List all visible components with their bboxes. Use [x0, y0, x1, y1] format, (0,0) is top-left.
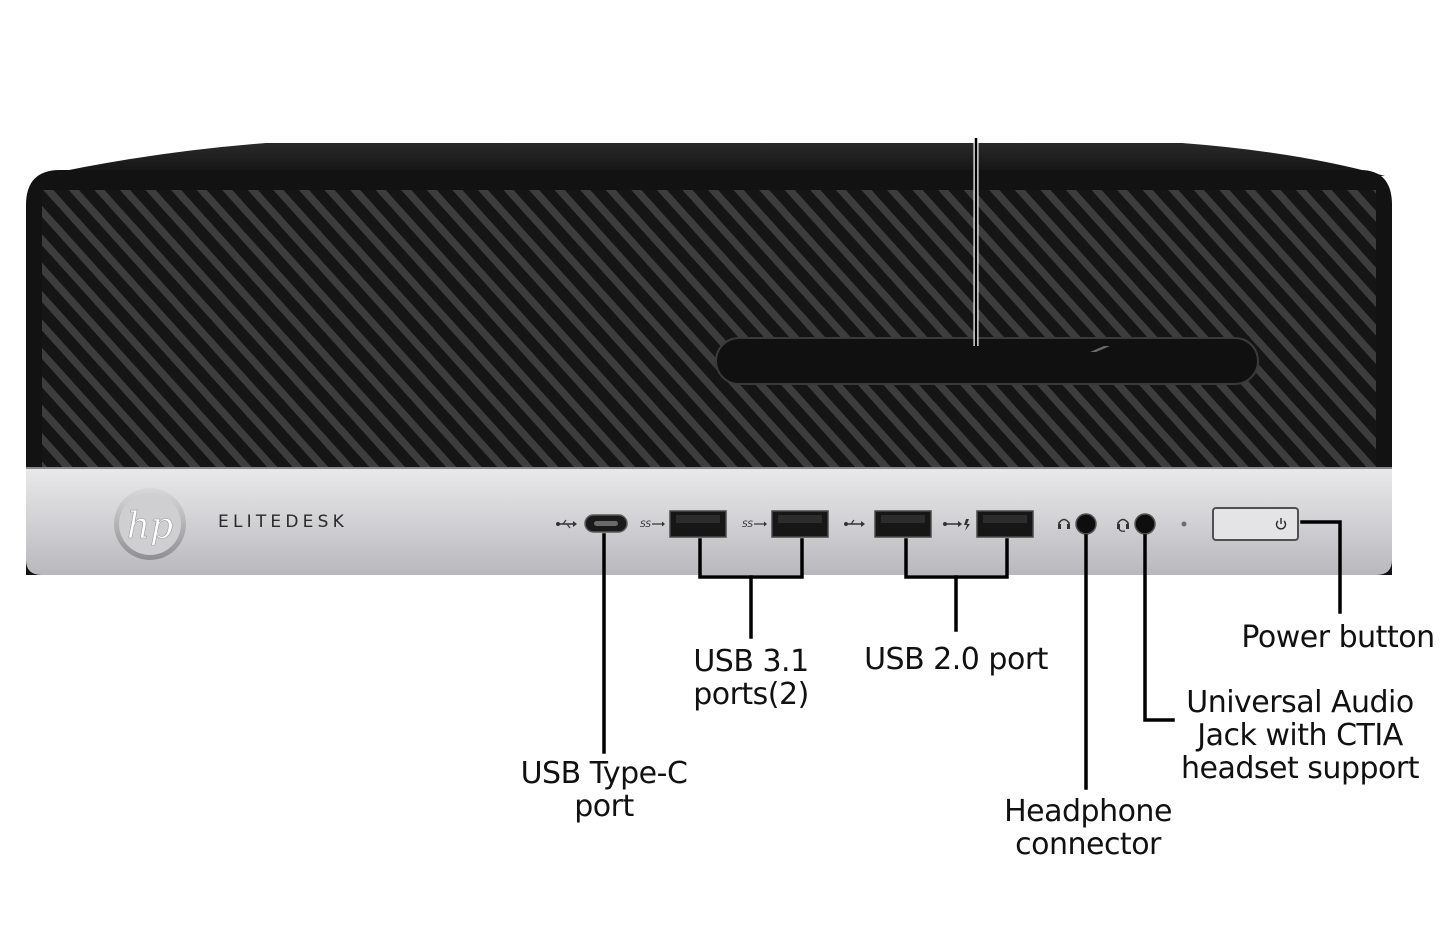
usb-3-1-label-line-1: USB 3.1 [693, 644, 809, 679]
vent-grille [42, 190, 1376, 468]
optical-drive-slot [715, 337, 1259, 385]
audio-jack-label-line-1: Universal Audio [1186, 685, 1414, 720]
ss-usb-icon: SS [742, 520, 767, 530]
power-icon [1275, 518, 1287, 530]
svg-text:SS: SS [742, 520, 753, 530]
usb-3-1-port-1 [669, 510, 727, 538]
usb-3-1-label-line-2: ports(2) [693, 677, 809, 712]
usb-type-c-label-line-2: port [574, 789, 634, 824]
audio-jack-label-line-3: headset support [1181, 751, 1419, 786]
headset-icon [1117, 518, 1129, 532]
headphone-icon [1058, 518, 1070, 529]
ss-usb-icon: SS [640, 520, 665, 530]
headphone-label: Headphone connector [978, 795, 1198, 861]
drive-eject-mark [1090, 346, 1110, 352]
usb-icon [844, 519, 865, 527]
audio-jack-leader [1143, 534, 1175, 722]
usb-icon [556, 519, 577, 529]
drive-activity-led [1181, 521, 1187, 527]
usb-2-0-label-line-1: USB 2.0 port [864, 642, 1048, 677]
power-leader [1300, 520, 1342, 614]
charging-usb-icon [943, 519, 970, 531]
leader-lines [602, 520, 1342, 790]
svg-text:hp: hp [127, 506, 173, 547]
usb-3-1-port-2 [771, 510, 829, 538]
chassis-top [40, 143, 1385, 176]
svg-text:SS: SS [640, 520, 651, 530]
headphone-jack [1075, 513, 1097, 535]
headphone-label-line-2: connector [1015, 827, 1161, 862]
power-button[interactable] [1212, 507, 1299, 541]
audio-jack-label: Universal Audio Jack with CTIA headset s… [1170, 686, 1430, 785]
audio-jack-label-line-2: Jack with CTIA [1197, 718, 1403, 753]
model-name: ELITEDESK [218, 512, 348, 532]
usb-2-0-port-2 [976, 510, 1034, 538]
usb-type-c-label: USB Type-C port [504, 757, 704, 823]
usb-type-c-label-line-1: USB Type-C [520, 756, 688, 791]
headphone-label-line-1: Headphone [1004, 794, 1172, 829]
power-button-label: Power button [1232, 621, 1444, 654]
usb-2-0-label: USB 2.0 port [846, 643, 1066, 676]
usb-3-1-label: USB 3.1 ports(2) [661, 645, 841, 711]
usb-2-0-port-1 [874, 510, 932, 538]
hp-logo-icon: hp [114, 488, 186, 560]
power-button-label-line-1: Power button [1241, 620, 1435, 655]
audio-jack [1134, 513, 1156, 535]
